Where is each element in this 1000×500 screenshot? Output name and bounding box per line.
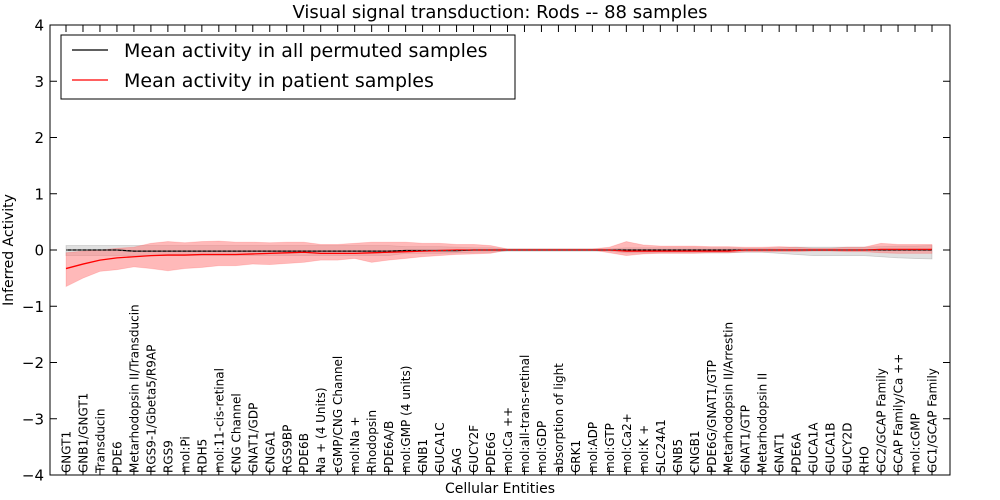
x-tick-label: RDH5	[195, 439, 209, 473]
legend-box	[60, 34, 516, 100]
x-tick-label: GNGT1	[60, 431, 74, 473]
x-tick-label: GRK1	[569, 440, 583, 473]
x-tick-label: SAG	[450, 448, 464, 473]
x-tick-label: mol:Pi	[178, 436, 192, 473]
x-tick-label: CNGB1	[688, 430, 702, 473]
x-tick-label: cGMP/CNG Channel	[331, 356, 345, 473]
plot-area	[65, 240, 933, 288]
x-axis-label: Cellular Entities	[445, 481, 555, 497]
y-tick-label: 2	[34, 129, 44, 147]
x-tick-label: PDE6G/GNAT1/GTP	[705, 360, 719, 473]
x-tick-label: mol:11-cis-retinal	[212, 368, 226, 473]
x-tick-label: PDE6G	[484, 432, 498, 473]
x-tick-label: GC1/GCAP Family	[926, 368, 940, 473]
y-tick-label: −2	[22, 354, 44, 372]
x-tick-label: Metarhodopsin II	[756, 373, 770, 473]
x-tick-label: PDE6	[110, 441, 124, 473]
x-tick-label: CNGA1	[263, 431, 277, 474]
x-tick-label: PDE6A/B	[382, 421, 396, 473]
y-tick-label: 0	[34, 242, 44, 260]
x-tick-label: GNB1/GNGT1	[76, 393, 90, 473]
chart-title: Visual signal transduction: Rods -- 88 s…	[292, 2, 707, 23]
x-tick-label: Metarhodopsin II/Transducin	[127, 304, 141, 473]
y-axis-label: Inferred Activity	[1, 194, 17, 306]
x-tick-label: mol:Ca ++	[501, 407, 515, 473]
x-tick-label: mol:GDP	[535, 421, 549, 473]
x-tick-label: CNG Channel	[229, 393, 243, 473]
x-tick-label: mol:ADP	[586, 422, 600, 473]
y-tick-label: −4	[22, 467, 44, 485]
legend-label-patient: Mean activity in patient samples	[124, 70, 434, 92]
x-tick-label: Rhodopsin	[365, 410, 379, 473]
y-axis: −4 −3 −2 −1 0 1 2 3 4	[22, 17, 950, 485]
y-tick-label: 4	[34, 17, 44, 35]
x-tick-label: GC2/GCAP Family	[875, 368, 889, 473]
x-tick-label: PDE6B	[297, 433, 311, 473]
y-tick-label: 1	[34, 185, 44, 203]
x-tick-label: GUCA1A	[807, 422, 821, 473]
y-tick-label: 3	[34, 73, 44, 91]
x-tick-label: SLC24A1	[654, 419, 668, 473]
x-tick-label: GNAT1/GDP	[246, 403, 260, 473]
x-tick-label: GUCY2F	[467, 425, 481, 473]
x-tick-label: mol:Na +	[348, 416, 362, 473]
x-tick-label: RHO	[858, 446, 872, 473]
x-tick-label: GNAT1/GTP	[739, 405, 753, 473]
y-tick-label: −3	[22, 410, 44, 428]
plot-frame	[49, 24, 951, 476]
y-tick-label: −1	[22, 298, 44, 316]
x-tick-label: absorption of light	[552, 363, 566, 473]
x-tick-label: GUCY2D	[841, 423, 855, 473]
x-tick-label: Na + (4 Units)	[314, 387, 328, 473]
x-tick-label: GNB1	[416, 439, 430, 473]
x-tick-label: GCAP Family/Ca ++	[892, 354, 906, 473]
x-tick-label: PDE6A	[790, 432, 804, 473]
x-tick-label: GUCA1C	[433, 422, 447, 473]
legend: Mean activity in all permuted samples Me…	[60, 34, 516, 100]
x-tick-label: mol:all-trans-retinal	[518, 355, 532, 473]
x-tick-label: RGS9BP	[280, 425, 294, 473]
x-tick-label: RGS9-1/Gbeta5/R9AP	[144, 345, 158, 473]
x-tick-label: mol:GTP	[603, 423, 617, 473]
x-tick-label: GNAT1	[773, 432, 787, 473]
x-tick-label: mol:Ca2+	[620, 413, 634, 473]
x-tick-label: Metarhodopsin II/Arrestin	[722, 322, 736, 473]
x-tick-label: RGS9	[161, 440, 175, 473]
x-tick-label: Transducin	[93, 409, 107, 474]
x-tick-label: GUCA1B	[824, 422, 838, 473]
legend-label-permuted: Mean activity in all permuted samples	[124, 40, 487, 62]
x-tick-label: mol:GMP (4 units)	[399, 366, 413, 473]
x-tick-label: mol:cGMP	[909, 413, 923, 473]
x-tick-label: mol:K +	[637, 425, 651, 473]
x-tick-label: GNB5	[671, 439, 685, 473]
series-line-dotted	[66, 249, 932, 252]
